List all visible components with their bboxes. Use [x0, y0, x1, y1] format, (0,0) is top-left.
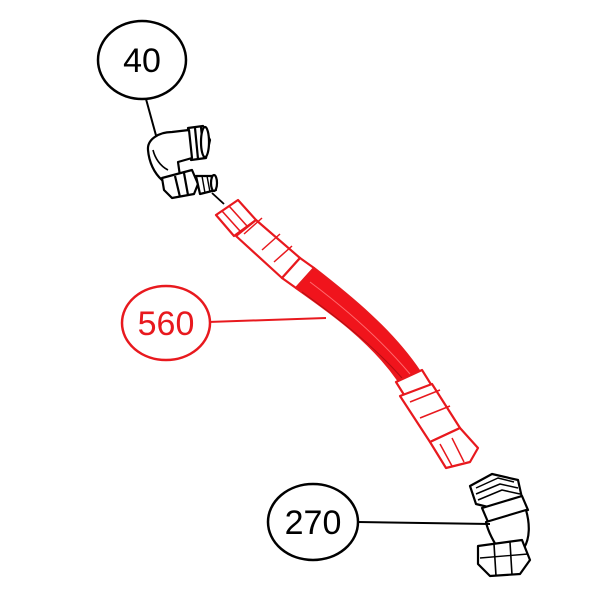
callout-270-leader	[357, 521, 491, 525]
hose-assembly-part-560[interactable]	[214, 198, 480, 470]
callout-560-circle	[120, 284, 212, 362]
callout-40-label: 40	[123, 42, 161, 80]
callout-270-circle	[266, 482, 360, 562]
callout-560-leader	[207, 317, 327, 323]
callout-560-label: 560	[138, 305, 195, 343]
elbow-fitting-part-40[interactable]	[146, 124, 219, 200]
angle-fitting-part-270[interactable]	[468, 472, 532, 578]
callout-270[interactable]: 270	[266, 482, 360, 562]
callout-560[interactable]: 560	[120, 284, 212, 362]
callout-270-label: 270	[285, 504, 342, 542]
callout-40[interactable]: 40	[96, 19, 188, 101]
connector-line-upper	[211, 192, 225, 205]
callout-40-circle	[96, 19, 188, 101]
